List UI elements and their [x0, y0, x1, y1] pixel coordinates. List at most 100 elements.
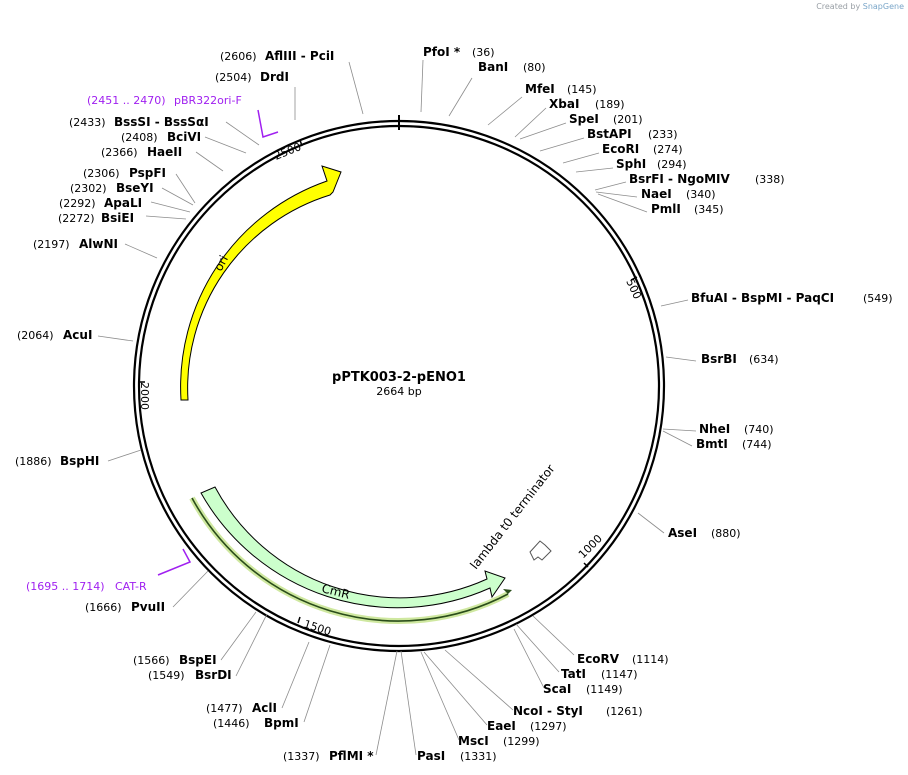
enzyme-position: (634)	[749, 353, 779, 366]
enzyme-position: (2366)	[101, 146, 138, 159]
enzyme-position: (80)	[523, 61, 546, 74]
snapgene-credit: Created by SnapGene	[816, 2, 904, 11]
terminator-feature	[529, 540, 552, 561]
enzyme-position: (1477)	[206, 702, 243, 715]
leader-mfei	[487, 96, 523, 126]
primer-cat-r-mark	[157, 548, 192, 576]
leader-naei	[595, 191, 638, 198]
leader-alwni	[124, 243, 158, 259]
enzyme-position: (2197)	[33, 238, 70, 251]
leader-ncoi	[444, 649, 514, 711]
leader-bsrfi	[594, 181, 627, 191]
enzyme-name: BciVI	[167, 130, 201, 144]
enzyme-position: (2292)	[59, 197, 96, 210]
enzyme-position: (549)	[863, 292, 893, 305]
enzyme-position: (744)	[742, 438, 772, 451]
leader-msci	[420, 651, 460, 741]
enzyme-name: NaeI	[641, 187, 672, 201]
enzyme-name: AseI	[668, 526, 697, 540]
enzyme-position: (2064)	[17, 329, 54, 342]
enzyme-name: EcoRI	[602, 142, 639, 156]
plasmid-name: pPTK003-2-pENO1	[332, 370, 466, 385]
enzyme-position: (1337)	[283, 750, 320, 763]
enzyme-name: AflIII - PciI	[265, 49, 334, 63]
enzyme-name: PmlI	[651, 202, 681, 216]
enzyme-position: (233)	[648, 128, 678, 141]
enzyme-position: (1331)	[460, 750, 497, 763]
enzyme-position: (1147)	[601, 668, 638, 681]
enzyme-name: BmtI	[696, 437, 728, 451]
leader-bseyi	[161, 187, 194, 206]
ruler-tick-mark	[299, 139, 303, 147]
enzyme-position: (294)	[657, 158, 687, 171]
cmr-strand	[191, 497, 509, 622]
enzyme-position: (2408)	[121, 131, 158, 144]
enzyme-position: (1297)	[530, 720, 567, 733]
enzyme-position: (1666)	[85, 601, 122, 614]
leader-pspfi	[175, 173, 196, 204]
ori-label: ori	[211, 253, 231, 273]
enzyme-name: BpmI	[264, 716, 299, 730]
enzyme-position: (1149)	[586, 683, 623, 696]
enzyme-name: MscI	[458, 734, 489, 748]
leader-pvuii	[172, 570, 209, 608]
leader-pfoi	[420, 59, 424, 113]
enzyme-name: PspFI	[129, 166, 166, 180]
enzyme-name: BfuAI - BspMI - PaqCI	[691, 291, 834, 305]
enzyme-name: BseYI	[116, 181, 154, 195]
enzyme-name: XbaI	[549, 97, 579, 111]
leader-bsssi	[225, 121, 260, 146]
ruler-tick-mark	[297, 616, 301, 624]
enzyme-position: (740)	[744, 423, 774, 436]
leader-ecorv	[532, 615, 575, 656]
enzyme-position: (2606)	[220, 50, 257, 63]
ruler-label: 500	[623, 277, 644, 302]
primer-range: (2451 .. 2470)	[87, 94, 166, 107]
leader-nhei	[662, 428, 697, 432]
site-leaders	[97, 59, 697, 756]
enzyme-name: PasI	[417, 749, 445, 763]
leader-spei	[519, 122, 567, 140]
leader-bsiei	[145, 215, 187, 220]
leader-acli	[281, 641, 310, 709]
enzyme-name: SpeI	[569, 112, 599, 126]
leader-scai	[513, 628, 545, 689]
leader-haeii	[195, 151, 224, 172]
enzyme-position: (2306)	[83, 167, 120, 180]
enzyme-position: (145)	[567, 83, 597, 96]
enzyme-position: (2433)	[69, 116, 106, 129]
leader-bani	[448, 77, 473, 117]
enzyme-position: (189)	[595, 98, 625, 111]
enzyme-name: NheI	[699, 422, 730, 436]
enzyme-name: ScaI	[543, 682, 571, 696]
enzyme-name: HaeII	[147, 145, 182, 159]
leader-bstapi	[539, 137, 585, 152]
enzyme-name: EcoRV	[577, 652, 620, 666]
plasmid-size: 2664 bp	[376, 385, 421, 398]
leader-sphi	[575, 167, 614, 173]
leader-pmli	[597, 193, 648, 213]
enzyme-position: (340)	[686, 188, 716, 201]
ruler-tick-mark	[630, 276, 638, 281]
credit-brand: SnapGene	[862, 2, 904, 11]
ruler-label: 2000	[138, 382, 151, 410]
enzyme-name: BstAPI	[587, 127, 632, 141]
ruler-label: 2500	[272, 140, 303, 163]
enzyme-labels: PfoI * (36) BanI (80) MfeI (145) XbaI (1…	[15, 45, 893, 763]
ruler-tick-mark	[583, 562, 589, 568]
enzyme-name: AcuI	[63, 328, 92, 342]
primer-pbr322ori-f-mark	[257, 109, 279, 138]
enzyme-name: BspHI	[60, 454, 99, 468]
leader-acui	[97, 335, 134, 342]
enzyme-position: (1446)	[213, 717, 250, 730]
leader-bpmi	[303, 644, 331, 723]
enzyme-position: (201)	[613, 113, 643, 126]
cmr-label: CmR	[320, 581, 351, 601]
enzyme-name: AclI	[252, 701, 277, 715]
enzyme-name: NcoI - StyI	[513, 704, 583, 718]
enzyme-name: BsiEI	[101, 211, 134, 225]
leader-bmti	[662, 430, 693, 447]
enzyme-position: (880)	[711, 527, 741, 540]
enzyme-name: DrdI	[260, 70, 289, 84]
